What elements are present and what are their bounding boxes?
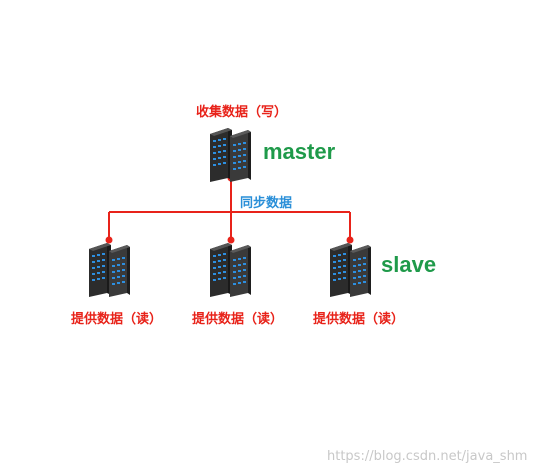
master-server-rack-icon <box>208 126 252 184</box>
slave-2-junction-dot <box>227 236 235 244</box>
slave-3-server-rack-icon <box>328 241 372 299</box>
slave-role-label: slave <box>381 252 437 277</box>
slave-1-server-rack-icon <box>87 241 131 299</box>
master-caption: 收集数据（写） <box>196 105 288 120</box>
slave-1-junction-dot <box>105 236 113 244</box>
slave-2-server-rack-icon <box>208 241 252 299</box>
watermark-text: https://blog.csdn.net/java_shm <box>327 449 528 464</box>
slave-2-caption: 提供数据（读） <box>192 312 284 327</box>
slave-3-junction-dot <box>346 236 354 244</box>
slave-1-caption: 提供数据（读） <box>71 312 163 327</box>
sync-label: 同步数据 <box>240 196 293 211</box>
slave-3-caption: 提供数据（读） <box>313 312 405 327</box>
master-role-label: master <box>263 139 336 164</box>
